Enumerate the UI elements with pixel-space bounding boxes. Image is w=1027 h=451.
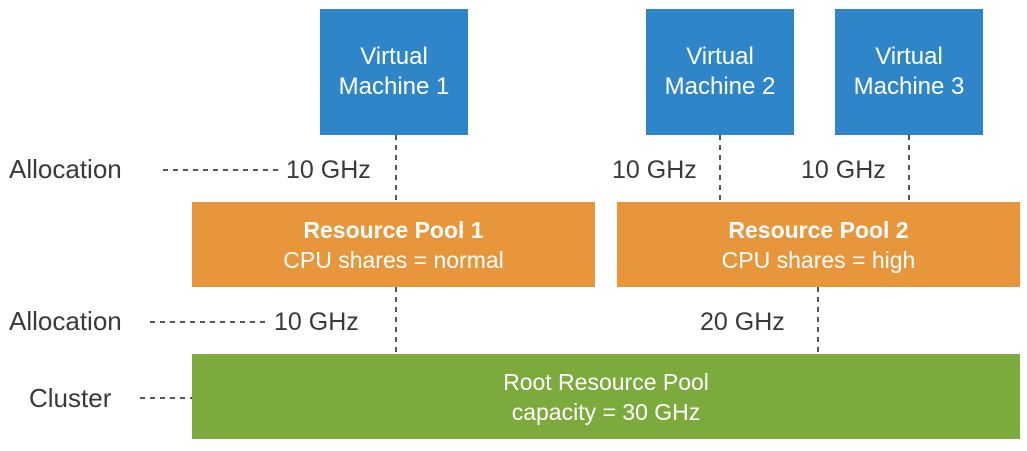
- resource-pool-1: Resource Pool 1 CPU shares = normal: [192, 202, 595, 287]
- vm1-allocation: 10 GHz: [286, 156, 371, 184]
- virtual-machine-2: Virtual Machine 2: [646, 9, 794, 135]
- vm2-allocation: 10 GHz: [612, 156, 697, 184]
- pool2-allocation: 20 GHz: [700, 308, 785, 336]
- vm-label-line1: Virtual: [875, 43, 943, 70]
- vm-label-line2: Machine 2: [664, 73, 776, 100]
- vm-label-line1: Virtual: [360, 43, 428, 70]
- vm-label-line1: Virtual: [686, 43, 754, 70]
- pool-shares: CPU shares = high: [721, 246, 916, 273]
- root-capacity: capacity = 30 GHz: [511, 398, 701, 425]
- pool1-allocation: 10 GHz: [274, 308, 359, 336]
- virtual-machine-3: Virtual Machine 3: [835, 9, 983, 135]
- cluster-label: Cluster: [29, 383, 112, 413]
- vm-label-line2: Machine 1: [338, 73, 450, 100]
- allocation-label-top: Allocation: [9, 154, 122, 184]
- root-title: Root Resource Pool: [503, 368, 709, 395]
- pool-shares: CPU shares = normal: [283, 246, 504, 273]
- vm3-allocation: 10 GHz: [801, 156, 886, 184]
- resource-pool-2: Resource Pool 2 CPU shares = high: [617, 202, 1020, 287]
- pool-title: Resource Pool 1: [303, 216, 484, 243]
- vm-label-line2: Machine 3: [853, 73, 965, 100]
- root-resource-pool: Root Resource Pool capacity = 30 GHz: [192, 354, 1020, 439]
- allocation-label-bottom: Allocation: [9, 306, 122, 336]
- virtual-machine-1: Virtual Machine 1: [320, 9, 468, 135]
- pool-title: Resource Pool 2: [728, 216, 909, 243]
